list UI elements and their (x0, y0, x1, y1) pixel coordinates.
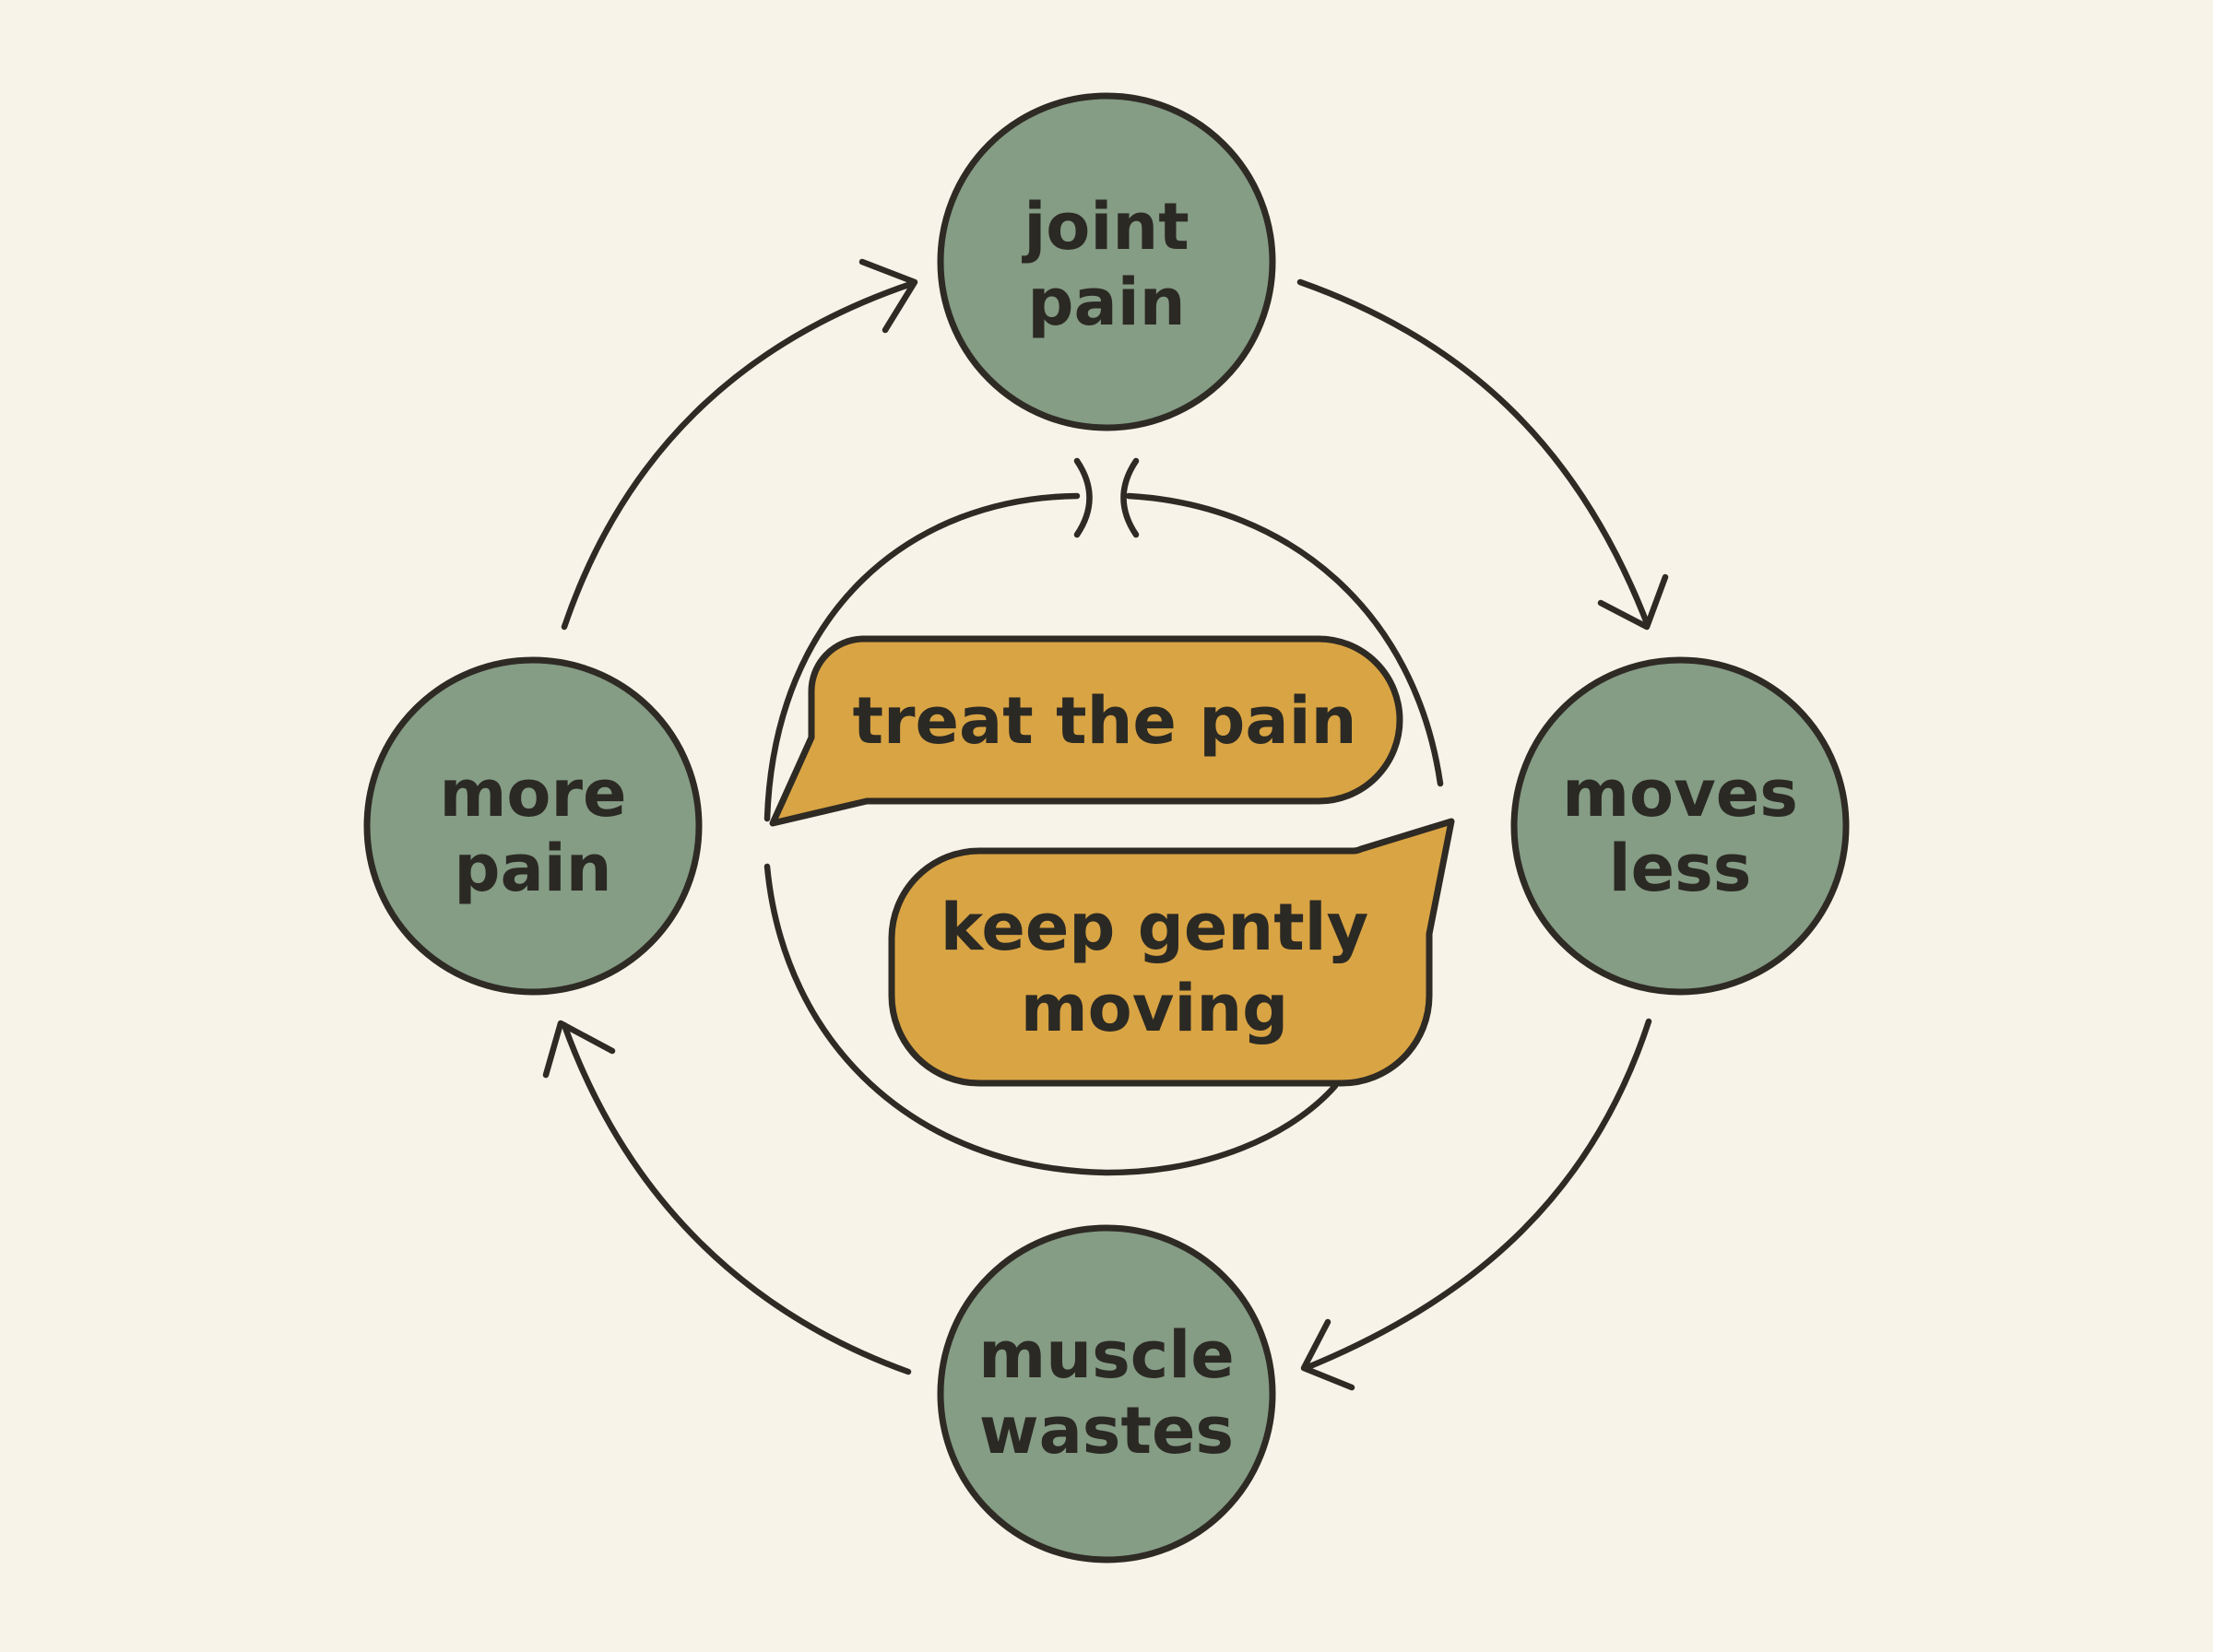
node-moves-less: moves less (1510, 656, 1850, 996)
arrow-joint-pain-to-moves-less (1296, 278, 1651, 627)
inner-arc-left (763, 492, 1081, 822)
arrowhead-muscle-wastes (1300, 1318, 1355, 1391)
node-more-pain: more pain (363, 656, 703, 996)
intervention-treat-the-pain: treat the pain (769, 635, 1403, 827)
inner-loop-arrows (763, 457, 1444, 1176)
node-label-more-pain-line1: more (439, 756, 626, 832)
outer-cycle-arrows (542, 258, 1669, 1391)
node-circle-moves-less (1510, 656, 1850, 996)
inner-arc-right (1125, 492, 1444, 787)
intervention-keep-gently-moving: keep gently moving (888, 818, 1455, 1087)
node-label-moves-less-line2: less (1609, 831, 1752, 906)
node-label-muscle-wastes-line2: wastes (979, 1393, 1234, 1469)
node-label-moves-less-line1: moves (1562, 756, 1798, 832)
node-label-joint-pain-line2: pain (1027, 265, 1185, 340)
node-circle-joint-pain (937, 92, 1276, 431)
inner-arrowhead-right (1120, 457, 1140, 538)
node-circle-more-pain (363, 656, 703, 996)
inner-arrowhead-left (1073, 457, 1093, 538)
speech-bubble-treat-the-pain (769, 635, 1403, 827)
arrow-more-pain-to-joint-pain (561, 280, 915, 631)
inner-arc-bottom (763, 863, 1339, 1176)
node-joint-pain: joint pain (937, 92, 1276, 431)
bubble-text-keep-gently-line1: keep gently (941, 890, 1369, 965)
arrowhead-moves-less (1597, 573, 1669, 631)
node-label-more-pain-line2: pain (454, 831, 611, 906)
arrowhead-more-pain (542, 1020, 616, 1079)
node-circle-muscle-wastes (937, 1224, 1276, 1564)
speech-bubble-keep-gently-moving (888, 818, 1455, 1087)
bubble-text-treat-the-pain: treat the pain (853, 683, 1357, 759)
node-label-joint-pain-line1: joint (1021, 189, 1189, 265)
node-muscle-wastes: muscle wastes (937, 1224, 1276, 1564)
bubble-text-keep-gently-line2: moving (1021, 971, 1289, 1046)
arrow-muscle-wastes-to-more-pain (561, 1021, 912, 1375)
arrow-moves-less-to-muscle-wastes (1302, 1018, 1652, 1372)
arrowhead-joint-pain (858, 258, 918, 334)
node-label-muscle-wastes-line1: muscle (978, 1317, 1234, 1393)
